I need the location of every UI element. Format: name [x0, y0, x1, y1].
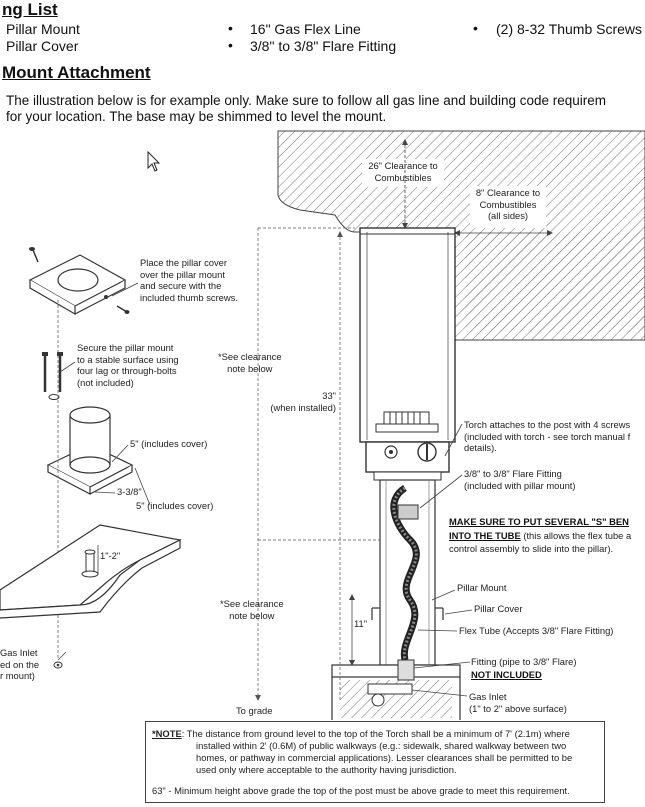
note-label: *NOTE: [152, 728, 182, 739]
base-ground: [331, 659, 461, 720]
dim-5-cover-b: 5" (includes cover): [136, 500, 214, 511]
bullet-icon: •: [228, 20, 233, 36]
dim-1-2: 1"-2": [100, 550, 121, 561]
bullet-icon: •: [473, 20, 478, 36]
clearance-note-box: *NOTE: The distance from ground level to…: [145, 721, 605, 803]
note-line-4: used only where acceptable to the author…: [196, 764, 457, 775]
clearance-note-2: *See clearance note below: [220, 598, 284, 621]
dim-11-label: 11": [354, 618, 368, 629]
section-heading: Mount Attachment: [2, 63, 151, 82]
flex-tube-label: Flex Tube (Accepts 3/8" Flare Fitting): [459, 625, 614, 636]
note-footer: 63" - Minimum height above grade the top…: [152, 785, 570, 796]
into-tube-note: INTO THE TUBE (this allows the flex tube…: [449, 530, 631, 542]
flare-fitting-note: 3/8" to 3/8" Flare Fitting (included wit…: [464, 468, 576, 491]
packing-list-heading: ng List: [2, 0, 58, 19]
packing-item-pillar-mount: Pillar Mount: [6, 21, 80, 37]
torch-attaches-note: Torch attaches to the post with 4 screws…: [464, 419, 631, 453]
intro-line-2: for your location. The base may be shimm…: [6, 109, 387, 124]
bullet-icon: •: [228, 37, 233, 53]
packing-item-flex-line: 16" Gas Flex Line: [250, 21, 361, 37]
height-33-label: 33" (when installed): [270, 390, 336, 413]
control-assembly-note: control assembly to slide into the pilla…: [449, 543, 614, 554]
clearance-note-1: *See clearance note below: [218, 351, 282, 374]
note-line-2: installed within 2' (0.6M) of public wal…: [196, 740, 567, 751]
note-line-1: *NOTE: The distance from ground level to…: [152, 728, 570, 739]
place-cover-note: Place the pillar cover over the pillar m…: [140, 257, 238, 303]
combustible-overhang: [277, 130, 645, 341]
to-grade-label: To grade: [236, 705, 273, 716]
pillar-cover-plate: [28, 254, 127, 316]
gas-inlet-left-note: Gas Inlet ed on the r mount): [0, 647, 40, 681]
packing-item-pillar-cover: Pillar Cover: [6, 38, 79, 54]
clearance-26-label: 26" Clearance to Combustibles: [368, 160, 438, 183]
control-box: [365, 441, 450, 481]
into-tube-emphasis: INTO THE TUBE: [449, 530, 521, 541]
pillar-cover-label: Pillar Cover: [474, 603, 523, 614]
countertop-slab: [0, 524, 182, 619]
intro-line-1: The illustration below is for example on…: [6, 93, 607, 108]
pillar-mount: [46, 406, 134, 495]
lag-bolt-icon: [42, 352, 63, 400]
dim-3-3-8: 3-3/8": [117, 486, 142, 497]
gas-inlet-label: Gas Inlet (1" to 2" above surface): [469, 691, 567, 714]
note-line-3: homes, or pathway in commercial applicat…: [196, 752, 573, 763]
fitting-label: Fitting (pipe to 3/8" Flare): [471, 656, 577, 667]
cursor-icon: [147, 150, 161, 172]
screw-icon: [116, 305, 130, 314]
torch-body: [359, 227, 456, 443]
dim-5-cover-a: 5" (includes cover): [130, 438, 208, 449]
secure-mount-note: Secure the pillar mount to a stable surf…: [77, 342, 179, 388]
packing-item-flare-fitting: 3/8" to 3/8" Flare Fitting: [250, 38, 397, 54]
not-included-label: NOT INCLUDED: [471, 669, 542, 680]
pillar-mount-label: Pillar Mount: [457, 582, 507, 593]
into-tube-rest: (this allows the flex tube a: [520, 530, 632, 541]
flex-tube: [390, 485, 420, 661]
screw-icon: [29, 247, 39, 263]
packing-item-thumb-screws: (2) 8-32 Thumb Screws: [496, 21, 643, 37]
clearance-8-label: 8" Clearance to Combustibles (all sides): [475, 187, 541, 221]
make-sure-warning: MAKE SURE TO PUT SEVERAL "S" BEN: [449, 516, 629, 527]
